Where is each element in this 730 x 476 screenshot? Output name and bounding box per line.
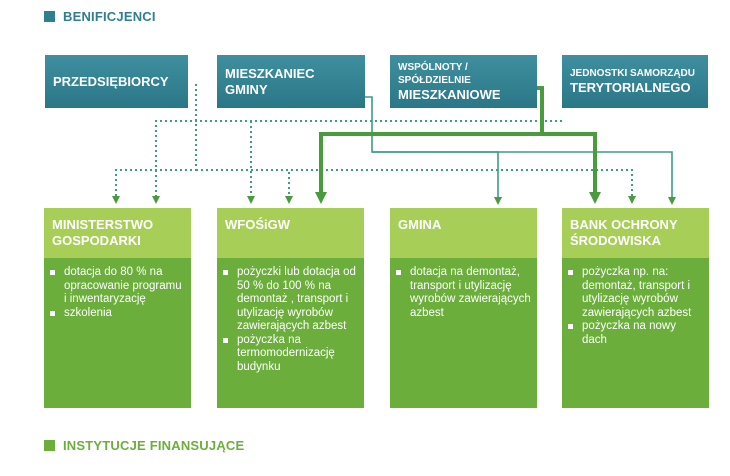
beneficiary-label-line2: MIESZKANIOWE (398, 86, 501, 102)
institution-title: BANK OCHRONY (570, 217, 678, 232)
institution-wfosigw: WFOŚiGW pożyczki lub dotacja od 50 % do … (217, 208, 364, 408)
beneficiary-mieszkaniec-gminy: MIESZKANIEC GMINY (217, 55, 365, 108)
list-item: szkolenia (50, 307, 185, 321)
beneficiary-przedsiebiorcy: PRZEDSIĘBIORCY (45, 55, 188, 108)
thick-connectors (315, 86, 601, 204)
list-item: pożyczka np. na: demontaż, transport i u… (568, 266, 703, 320)
list-item: pożyczka na termomodernizację budynku (223, 334, 358, 375)
institution-header: WFOŚiGW (217, 208, 364, 258)
beneficiary-label: WSPÓLNOTY / SPÓŁDZIELNIE (398, 61, 471, 86)
dotted-connectors (112, 84, 636, 204)
list-item: pożyczki lub dotacja od 50 % do 100 % na… (223, 266, 358, 334)
legend-beneficiaries: BENIFICJENCI (44, 9, 156, 24)
legend-square-teal (44, 11, 55, 22)
institution-title-line2: GOSPODARKI (52, 233, 141, 248)
institution-list: pożyczka np. na: demontaż, transport i u… (568, 266, 703, 347)
institution-ministerstwo: MINISTERSTWO GOSPODARKI dotacja do 80 % … (44, 208, 191, 408)
institution-title-line2: ŚRODOWISKA (570, 233, 661, 248)
institution-gmina: GMINA dotacja na demontaż, transport i u… (390, 208, 537, 408)
list-item: pożyczka na nowy dach (568, 320, 703, 347)
beneficiary-label: JEDNOSTKI SAMORZĄDU (570, 68, 696, 79)
institution-list: dotacja na demontaż, transport i utyliza… (396, 266, 531, 320)
institution-header: BANK OCHRONY ŚRODOWISKA (562, 208, 709, 258)
institution-list: pożyczki lub dotacja od 50 % do 100 % na… (223, 266, 358, 374)
legend-square-green (44, 440, 55, 451)
thin-connectors (365, 96, 676, 205)
beneficiary-jst: JEDNOSTKI SAMORZĄDU TERYTORIALNEGO (562, 55, 708, 108)
beneficiary-label-line2: GMINY (225, 81, 268, 97)
institution-title: GMINA (398, 217, 442, 232)
beneficiary-label-line2: TERYTORIALNEGO (570, 80, 691, 95)
legend-institutions-label: INSTYTUCJE FINANSUJĄCE (63, 438, 245, 453)
institution-title: WFOŚiGW (225, 217, 290, 232)
institution-header: MINISTERSTWO GOSPODARKI (44, 208, 191, 258)
legend-institutions: INSTYTUCJE FINANSUJĄCE (44, 438, 244, 453)
institution-list: dotacja do 80 % na opracowanie programu … (50, 266, 185, 320)
institution-bos: BANK OCHRONY ŚRODOWISKA pożyczka np. na:… (562, 208, 709, 408)
institution-body: pożyczki lub dotacja od 50 % do 100 % na… (217, 258, 364, 408)
beneficiary-wspolnoty: WSPÓLNOTY / SPÓŁDZIELNIE MIESZKANIOWE (390, 55, 537, 108)
beneficiary-label: MIESZKANIEC (225, 65, 315, 81)
institution-body: dotacja na demontaż, transport i utyliza… (390, 258, 537, 408)
list-item: dotacja na demontaż, transport i utyliza… (396, 266, 531, 320)
institution-title: MINISTERSTWO (52, 217, 154, 232)
institution-body: pożyczka np. na: demontaż, transport i u… (562, 258, 709, 408)
beneficiary-label: PRZEDSIĘBIORCY (53, 73, 169, 89)
institution-header: GMINA (390, 208, 537, 258)
legend-beneficiaries-label: BENIFICJENCI (63, 9, 156, 24)
list-item: dotacja do 80 % na opracowanie programu … (50, 266, 185, 307)
institution-body: dotacja do 80 % na opracowanie programu … (44, 258, 191, 408)
